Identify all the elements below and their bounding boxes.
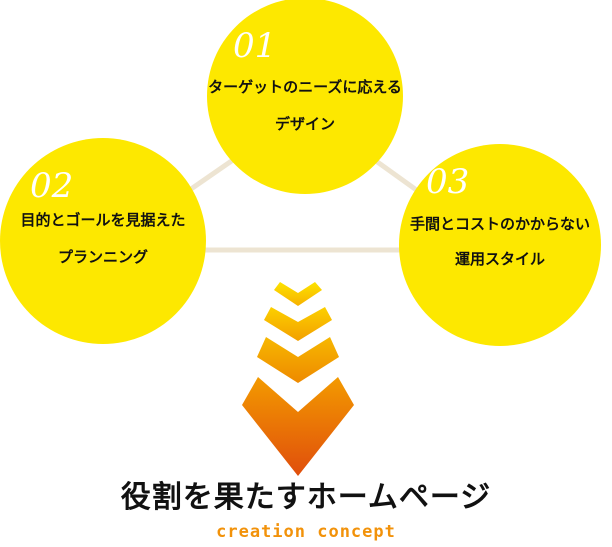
node-text-line-1: 手間とコストのかからない [410,215,590,233]
node-circle [0,138,206,344]
chevron-1 [274,282,322,306]
node-circle [207,0,403,194]
node-text-line-2: 運用スタイル [455,250,545,268]
chevron-3 [257,337,339,383]
chevron-4 [242,377,354,476]
node-text-line-2: プランニング [58,248,148,266]
node-text-line-1: 目的とゴールを見据えた [20,211,185,229]
concept-title: 役割を果たすホームページ [120,480,492,515]
flow-arrow [242,282,354,476]
concept-node-01: 01 ターゲットのニーズに応える デザイン [207,0,403,194]
node-text-line-2: デザイン [275,115,335,133]
node-number: 03 [426,162,469,202]
node-number: 01 [233,26,276,66]
concept-node-02: 02 目的とゴールを見据えた プランニング [0,138,206,344]
node-number: 02 [30,166,73,206]
node-text-line-1: ターゲットのニーズに応える [208,78,402,96]
node-circle [399,144,601,346]
concept-node-03: 03 手間とコストのかからない 運用スタイル [399,144,601,346]
concept-subtitle: creation concept [216,522,396,542]
chevron-2 [264,307,332,341]
